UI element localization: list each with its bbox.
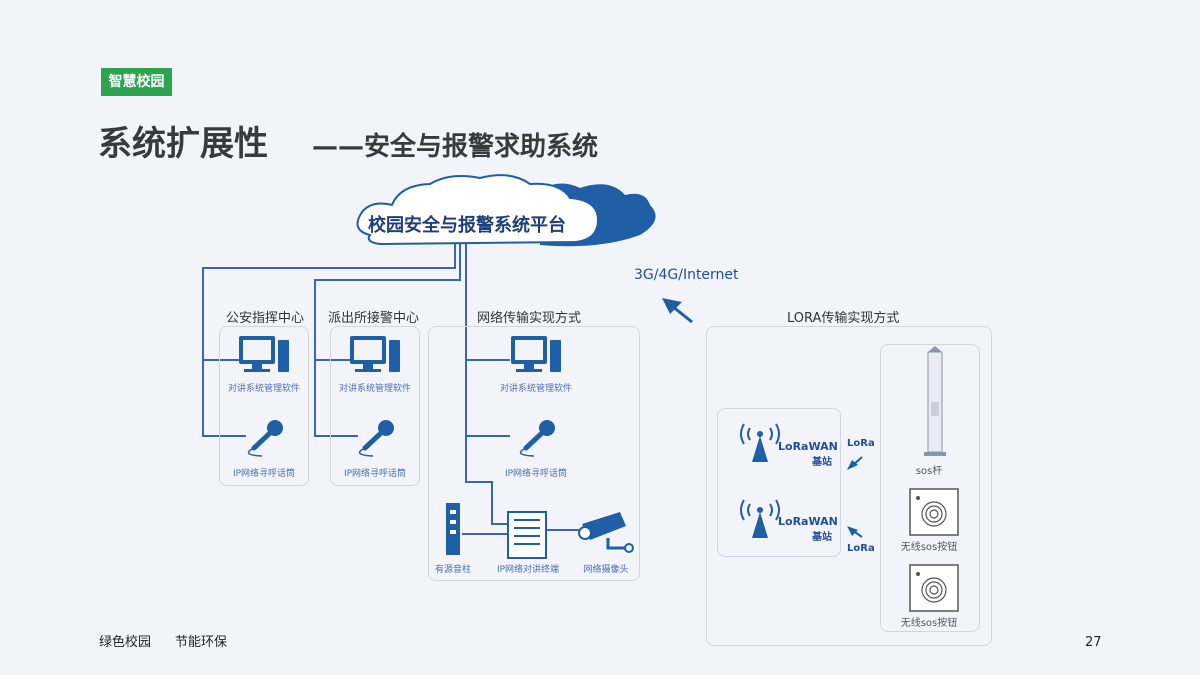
lora-arrow-1: [847, 456, 863, 470]
lora-arrow-2: [847, 526, 863, 538]
lora-method-title: LORA传输实现方式: [787, 311, 900, 326]
police-pc-caption: 对讲系统管理软件: [227, 384, 300, 394]
page-number: 27: [1085, 635, 1102, 650]
network-mic-caption: IP网络寻呼话筒: [504, 469, 568, 479]
camera-icon: [578, 512, 634, 553]
computer-icon: [350, 336, 400, 372]
station-center-title: 派出所接警中心: [328, 311, 420, 326]
police-center-title: 公安指挥中心: [226, 311, 305, 326]
page-subtitle: ——安全与报警求助系统: [312, 132, 599, 162]
sos-devices-box: [880, 344, 980, 632]
base-station-box: [717, 408, 841, 557]
speaker-caption: 有源音柱: [434, 565, 471, 575]
speaker-column-icon: [446, 503, 460, 555]
camera-caption: 网络摄像头: [583, 565, 629, 575]
network-method-title: 网络传输实现方式: [477, 311, 582, 326]
sos-pole-icon: [924, 346, 946, 456]
police-mic-caption: IP网络寻呼话筒: [232, 469, 296, 479]
sos-button-2-caption: 无线sos按钮: [900, 618, 958, 629]
ip-terminal-icon: [507, 511, 547, 559]
sos-button-icon: [909, 488, 959, 536]
sos-pole-caption: sos杆: [915, 466, 943, 477]
connection-lines: [202, 244, 580, 535]
computer-icon: [511, 336, 561, 372]
network-pc-caption: 对讲系统管理软件: [499, 384, 572, 394]
base-station-1-label: LoRaWAN: [778, 440, 838, 453]
microphone-icon: [247, 420, 283, 457]
network-box: [428, 326, 640, 581]
microphone-icon: [519, 420, 555, 457]
sos-button-1-caption: 无线sos按钮: [900, 542, 958, 553]
base-station-2-label: LoRaWAN: [778, 515, 838, 528]
computer-icon: [239, 336, 289, 372]
page-title: 系统扩展性: [98, 124, 268, 164]
lora-link-2-label: LoRa: [847, 543, 875, 554]
cloud-shape: [356, 174, 656, 247]
internet-label: 3G/4G/Internet: [634, 267, 739, 283]
lora-link-1-label: LoRa: [847, 438, 875, 449]
base-station-icon: [740, 499, 780, 538]
cloud-label: 校园安全与报警系统平台: [368, 215, 566, 236]
police-box: [219, 326, 309, 486]
base-station-1-sublabel: 基站: [812, 457, 832, 468]
internet-arrow: [662, 298, 693, 324]
station-pc-caption: 对讲系统管理软件: [338, 384, 411, 394]
lora-box: [706, 326, 992, 646]
base-station-icon: [740, 423, 780, 462]
footer-slogan-2: 节能环保: [175, 635, 228, 650]
sos-button-icon: [909, 564, 959, 612]
microphone-icon: [358, 420, 394, 457]
station-mic-caption: IP网络寻呼话筒: [343, 469, 407, 479]
base-station-2-sublabel: 基站: [812, 532, 832, 543]
station-box: [330, 326, 420, 486]
terminal-caption: IP网络对讲终端: [496, 565, 560, 575]
footer-slogan-1: 绿色校园: [99, 635, 152, 650]
section-tag: 智慧校园: [101, 68, 172, 96]
